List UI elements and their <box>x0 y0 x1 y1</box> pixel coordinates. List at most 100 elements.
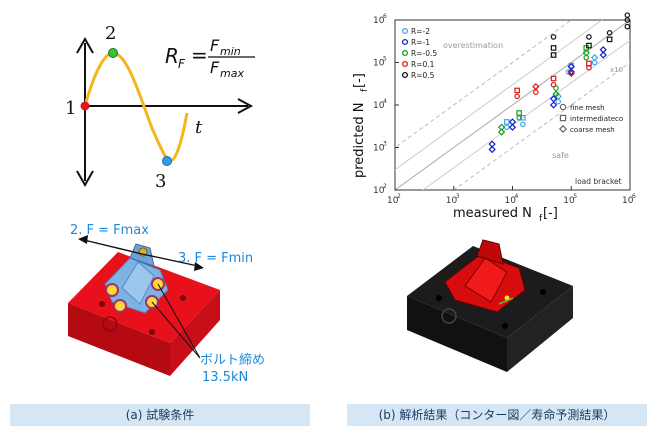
logo-mark-icon <box>441 308 457 324</box>
t-axis-label: t <box>195 117 203 138</box>
y-axis-arrow-bottom <box>76 170 94 188</box>
data-point <box>599 51 607 59</box>
point-1-marker <box>80 101 90 111</box>
data-point <box>520 121 526 128</box>
t-axis-arrow <box>237 98 254 114</box>
data-point <box>550 45 557 51</box>
bolt-preload-label-2: 13.5kN <box>202 370 248 385</box>
legend-marker <box>401 38 409 46</box>
legend-marker <box>401 71 409 79</box>
x-tick-label: 10 <box>505 196 517 206</box>
data-point <box>599 46 607 54</box>
point-3-marker <box>162 156 172 166</box>
label-fmin: 3. F = Fmin <box>178 251 253 266</box>
x-tick-exponent: 3 <box>456 193 460 200</box>
data-point <box>550 34 557 40</box>
data-point <box>567 68 575 76</box>
x-tick-exponent: 6 <box>632 193 636 200</box>
load-cycle-diagram: 1 2 3 t R F = F min F max <box>65 23 255 192</box>
bolt-hole-icon <box>149 329 155 335</box>
svg-text:f: f <box>360 88 370 92</box>
data-point <box>550 81 557 88</box>
data-point <box>508 123 517 131</box>
data-point <box>567 69 575 78</box>
fmin-arrow-head <box>194 262 204 271</box>
data-point <box>488 145 496 154</box>
bolt-callout-line <box>151 301 201 359</box>
result-bracket-rib <box>464 257 508 303</box>
svg-text:min: min <box>220 45 241 58</box>
point-2-label: 2 <box>105 23 116 44</box>
data-point <box>586 60 592 67</box>
data-point <box>558 124 568 134</box>
caption-left: (a) 試験条件 <box>10 404 310 426</box>
legend-label: coarse mesh <box>570 126 615 134</box>
data-point <box>516 110 522 116</box>
guide-line <box>395 20 630 190</box>
data-point <box>554 92 562 100</box>
legend-marker <box>401 60 409 68</box>
x-tick-exponent: 5 <box>573 193 577 200</box>
data-point <box>559 114 567 122</box>
x-axis-label: measured N f [-] <box>453 206 558 224</box>
svg-text:predicted N: predicted N <box>352 102 367 178</box>
result-bracket-lug <box>476 239 504 265</box>
hotspot-marker <box>504 295 510 301</box>
x-tick-label: 10 <box>563 196 575 206</box>
bracket-rib <box>121 261 155 305</box>
label-fmax: 2. F = Fmax <box>70 223 149 238</box>
data-point <box>624 12 631 18</box>
data-point <box>497 128 506 136</box>
data-point <box>606 36 613 43</box>
svg-text:R: R <box>165 44 179 68</box>
fmax-arrow-head <box>78 235 88 244</box>
data-point <box>514 93 520 100</box>
data-point <box>582 49 590 57</box>
bolt-hole-icon <box>540 289 546 295</box>
svg-text:F: F <box>210 58 220 77</box>
bolt-hole-icon <box>99 301 105 307</box>
data-point <box>532 83 540 91</box>
data-points <box>488 12 631 154</box>
svg-text:[-]: [-] <box>543 206 558 221</box>
bolt-hole-icon <box>502 323 508 329</box>
y-tick-label: 10 <box>373 101 385 111</box>
data-point <box>520 114 526 121</box>
x-tick-label: 10 <box>387 196 399 206</box>
data-point <box>508 118 517 126</box>
data-point <box>550 75 557 82</box>
y-tick-label: 10 <box>373 59 385 69</box>
svg-text:[-]: [-] <box>352 73 367 88</box>
y-tick-exponent: 6 <box>383 13 387 20</box>
y-tick-exponent: 3 <box>383 141 387 148</box>
y-tick-exponent: 4 <box>383 98 387 105</box>
data-point <box>624 23 631 30</box>
data-point <box>586 42 592 49</box>
result-base-side <box>407 296 507 372</box>
y-tick-label: 10 <box>373 186 385 196</box>
x-tick-exponent: 4 <box>515 193 519 200</box>
analysis-result-illustration <box>407 239 573 372</box>
svg-text:=: = <box>191 43 208 67</box>
legend-label: R=0.1 <box>411 60 435 69</box>
fmax-arrow <box>83 239 143 255</box>
annotation-x10: x10 <box>610 66 623 74</box>
x-tick-label: 10 <box>446 196 458 206</box>
data-point <box>606 29 613 36</box>
legend-label: R=0.5 <box>411 71 435 80</box>
data-point <box>497 123 506 131</box>
guide-line <box>452 61 630 190</box>
legend-label: R=-2 <box>411 27 430 36</box>
legend-marker <box>401 49 409 57</box>
legend-marker <box>401 27 409 35</box>
bolt-hole-icon <box>436 295 442 301</box>
x-tick-exponent: 2 <box>397 193 401 200</box>
legend-label: fine mesh <box>570 104 605 112</box>
data-point <box>567 62 575 71</box>
result-base-side-right <box>507 286 573 372</box>
fmin-arrow <box>141 253 199 267</box>
y-axis-arrow-top <box>76 36 94 54</box>
logo-mark-icon <box>102 316 118 332</box>
bolt-head-icon <box>105 283 119 297</box>
